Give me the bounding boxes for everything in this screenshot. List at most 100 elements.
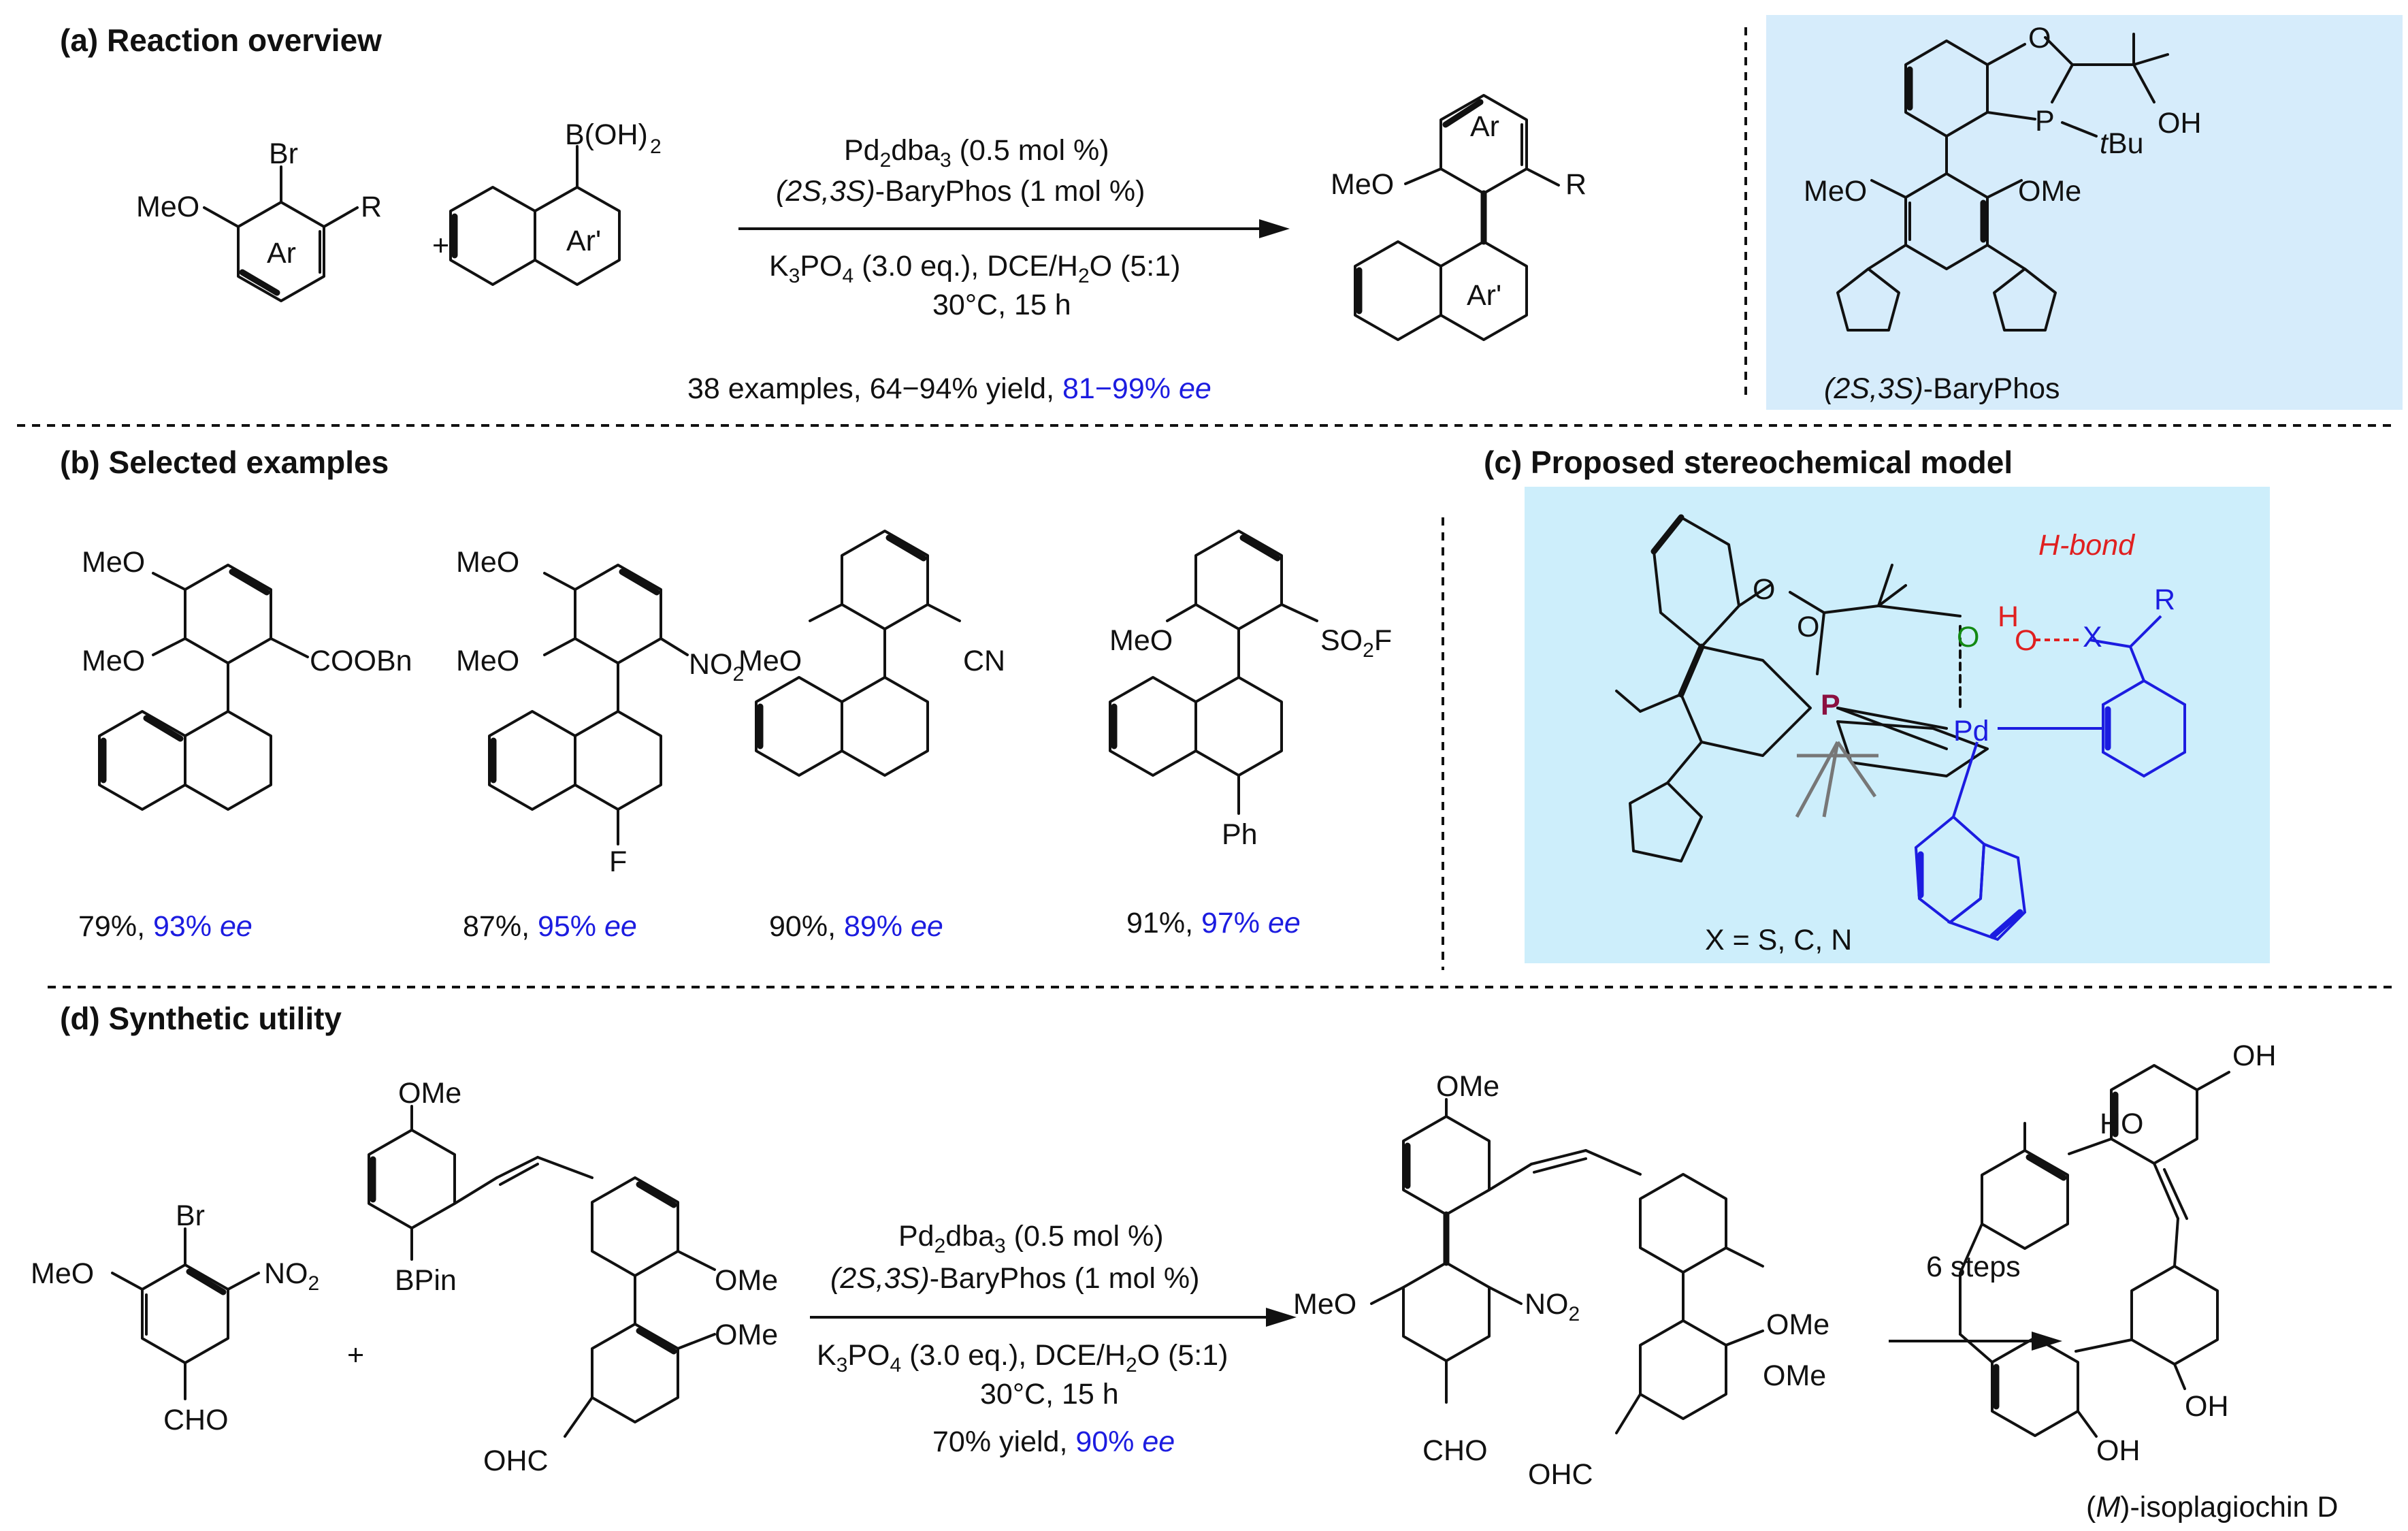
svg-text:O: O bbox=[1753, 573, 1775, 606]
svg-text:6 steps: 6 steps bbox=[1926, 1251, 2021, 1283]
svg-text:O: O bbox=[1797, 611, 1819, 643]
svg-text:P: P bbox=[2035, 105, 2055, 138]
svg-text:Ar': Ar' bbox=[1467, 279, 1501, 312]
svg-text:MeO: MeO bbox=[136, 191, 199, 223]
svg-text:Ph: Ph bbox=[1222, 818, 1258, 851]
svg-text:MeO: MeO bbox=[1804, 175, 1867, 208]
svg-text:COOBn: COOBn bbox=[310, 645, 412, 677]
example-1: MeO MeO COOBn 79%, 93% ee bbox=[78, 546, 412, 943]
reactant-aryl-bromide: Br MeO R Ar bbox=[136, 138, 382, 302]
example-4-result: 91%, 97% ee bbox=[1126, 907, 1301, 939]
plus-sign: + bbox=[432, 229, 449, 262]
svg-text:MeO: MeO bbox=[1331, 168, 1394, 201]
svg-text:OHC: OHC bbox=[483, 1445, 549, 1477]
svg-text:H: H bbox=[1998, 600, 2019, 633]
panel-a-title: (a) Reaction overview bbox=[60, 22, 382, 58]
svg-text:BPin: BPin bbox=[395, 1264, 457, 1297]
svg-text:NO2: NO2 bbox=[1525, 1288, 1580, 1325]
panel-c-title: (c) Proposed stereochemical model bbox=[1484, 445, 2013, 480]
result-d: 70% yield, 90% ee bbox=[932, 1425, 1175, 1458]
stereochemical-model: H-bond O O O H O X R P Pd X = S, C, N bbox=[1525, 487, 2270, 963]
svg-text:OMe: OMe bbox=[715, 1319, 778, 1351]
svg-text:Br: Br bbox=[269, 138, 298, 170]
svg-text:MeO: MeO bbox=[456, 546, 519, 579]
svg-text:tBu: tBu bbox=[2100, 127, 2144, 160]
svg-text:MeO: MeO bbox=[738, 645, 802, 677]
svg-text:Ar: Ar bbox=[267, 237, 296, 270]
svg-text:P: P bbox=[1821, 689, 1840, 722]
example-3: MeO CN 90%, 89% ee bbox=[738, 530, 1005, 943]
svg-text:Ar': Ar' bbox=[566, 225, 601, 257]
isoplagiochin-d: OH HO OH OH (M)-isoplagiochin D bbox=[1959, 1040, 2338, 1524]
svg-text:R: R bbox=[1565, 168, 1587, 201]
example-2: MeO MeO NO2 F 87%, 95% ee bbox=[456, 546, 744, 943]
reactant-boronic-acid: B(OH) 2 Ar' bbox=[449, 118, 662, 286]
x-legend: X = S, C, N bbox=[1705, 924, 1852, 956]
svg-text:OMe: OMe bbox=[715, 1264, 778, 1297]
svg-text:MeO: MeO bbox=[82, 645, 145, 677]
product-biaryl: Ar MeO R Ar' bbox=[1331, 94, 1587, 341]
reactant-d2: OMe BPin OMe OMe OHC bbox=[368, 1077, 778, 1477]
svg-text:Br: Br bbox=[176, 1199, 205, 1232]
svg-text:H-bond: H-bond bbox=[2038, 529, 2136, 562]
svg-text:O: O bbox=[2015, 624, 2037, 657]
conditions-a-line3: K3PO4 (3.0 eq.), DCE/H2O (5:1) bbox=[769, 250, 1180, 287]
svg-text:(M)-isoplagiochin D: (M)-isoplagiochin D bbox=[2086, 1491, 2338, 1524]
conditions-a-line1: Pd2dba3 (0.5 mol %) bbox=[844, 134, 1109, 172]
svg-text:OH: OH bbox=[2185, 1390, 2229, 1423]
svg-text:OMe: OMe bbox=[398, 1077, 461, 1110]
svg-text:MeO: MeO bbox=[31, 1257, 94, 1290]
conditions-d-line3: K3PO4 (3.0 eq.), DCE/H2O (5:1) bbox=[817, 1339, 1228, 1376]
svg-text:OMe: OMe bbox=[1436, 1070, 1499, 1103]
svg-text:OHC: OHC bbox=[1528, 1458, 1593, 1491]
svg-text:Pd: Pd bbox=[1953, 715, 1989, 747]
svg-text:CHO: CHO bbox=[1422, 1434, 1488, 1467]
svg-text:SO2F: SO2F bbox=[1320, 624, 1392, 662]
svg-text:Ar: Ar bbox=[1470, 110, 1499, 143]
svg-text:CHO: CHO bbox=[163, 1404, 229, 1436]
product-d: OMe MeO NO2 OMe OMe CHO OHC bbox=[1293, 1070, 1829, 1491]
conditions-d-line4: 30°C, 15 h bbox=[980, 1378, 1119, 1411]
svg-text:F: F bbox=[609, 845, 627, 878]
example-3-result: 90%, 89% ee bbox=[769, 910, 943, 943]
example-4: MeO SO2F Ph 91%, 97% ee bbox=[1109, 530, 1392, 939]
steps-arrow: 6 steps bbox=[1889, 1251, 2062, 1351]
reactant-d1: Br MeO NO2 CHO bbox=[31, 1199, 319, 1436]
svg-text:O: O bbox=[2028, 22, 2051, 54]
svg-text:R: R bbox=[361, 191, 382, 223]
svg-text:OH: OH bbox=[2158, 107, 2202, 140]
svg-text:2: 2 bbox=[650, 135, 662, 158]
panel-d-title: (d) Synthetic utility bbox=[60, 1001, 342, 1036]
svg-text:OH: OH bbox=[2232, 1040, 2277, 1072]
svg-text:CN: CN bbox=[963, 645, 1005, 677]
svg-text:NO2: NO2 bbox=[689, 648, 744, 686]
svg-text:OMe: OMe bbox=[1766, 1308, 1829, 1341]
svg-text:MeO: MeO bbox=[1109, 624, 1173, 657]
plus-sign-d: + bbox=[347, 1339, 364, 1372]
svg-text:R: R bbox=[2154, 583, 2175, 616]
svg-text:(2S,3S)-BaryPhos: (2S,3S)-BaryPhos bbox=[1824, 372, 2060, 405]
svg-text:B(OH): B(OH) bbox=[565, 118, 648, 151]
conditions-a-line2: (2S,3S)-BaryPhos (1 mol %) bbox=[776, 175, 1145, 208]
conditions-a-line4: 30°C, 15 h bbox=[932, 289, 1071, 321]
example-1-result: 79%, 93% ee bbox=[78, 910, 253, 943]
svg-text:MeO: MeO bbox=[456, 645, 519, 677]
conditions-d-line2: (2S,3S)-BaryPhos (1 mol %) bbox=[830, 1262, 1199, 1295]
svg-text:MeO: MeO bbox=[82, 546, 145, 579]
svg-text:OMe: OMe bbox=[2018, 175, 2081, 208]
scope-summary: 38 examples, 64−94% yield, 81−99% ee bbox=[687, 372, 1211, 405]
svg-text:OH: OH bbox=[2096, 1434, 2141, 1467]
svg-text:O: O bbox=[1957, 621, 1979, 654]
reaction-arrow-d bbox=[810, 1308, 1297, 1327]
svg-text:MeO: MeO bbox=[1293, 1288, 1356, 1321]
panel-b-title: (b) Selected examples bbox=[60, 445, 389, 480]
example-2-result: 87%, 95% ee bbox=[463, 910, 637, 943]
svg-text:NO2: NO2 bbox=[264, 1257, 319, 1295]
svg-text:X: X bbox=[2083, 621, 2102, 654]
reaction-arrow-a bbox=[738, 219, 1290, 238]
svg-text:HO: HO bbox=[2100, 1108, 2144, 1140]
ligand-baryphos: O OH P tBu MeO OMe (2S,3S)-BaryPhos bbox=[1766, 15, 2403, 410]
conditions-d-line1: Pd2dba3 (0.5 mol %) bbox=[898, 1220, 1164, 1257]
svg-text:OMe: OMe bbox=[1763, 1359, 1826, 1392]
